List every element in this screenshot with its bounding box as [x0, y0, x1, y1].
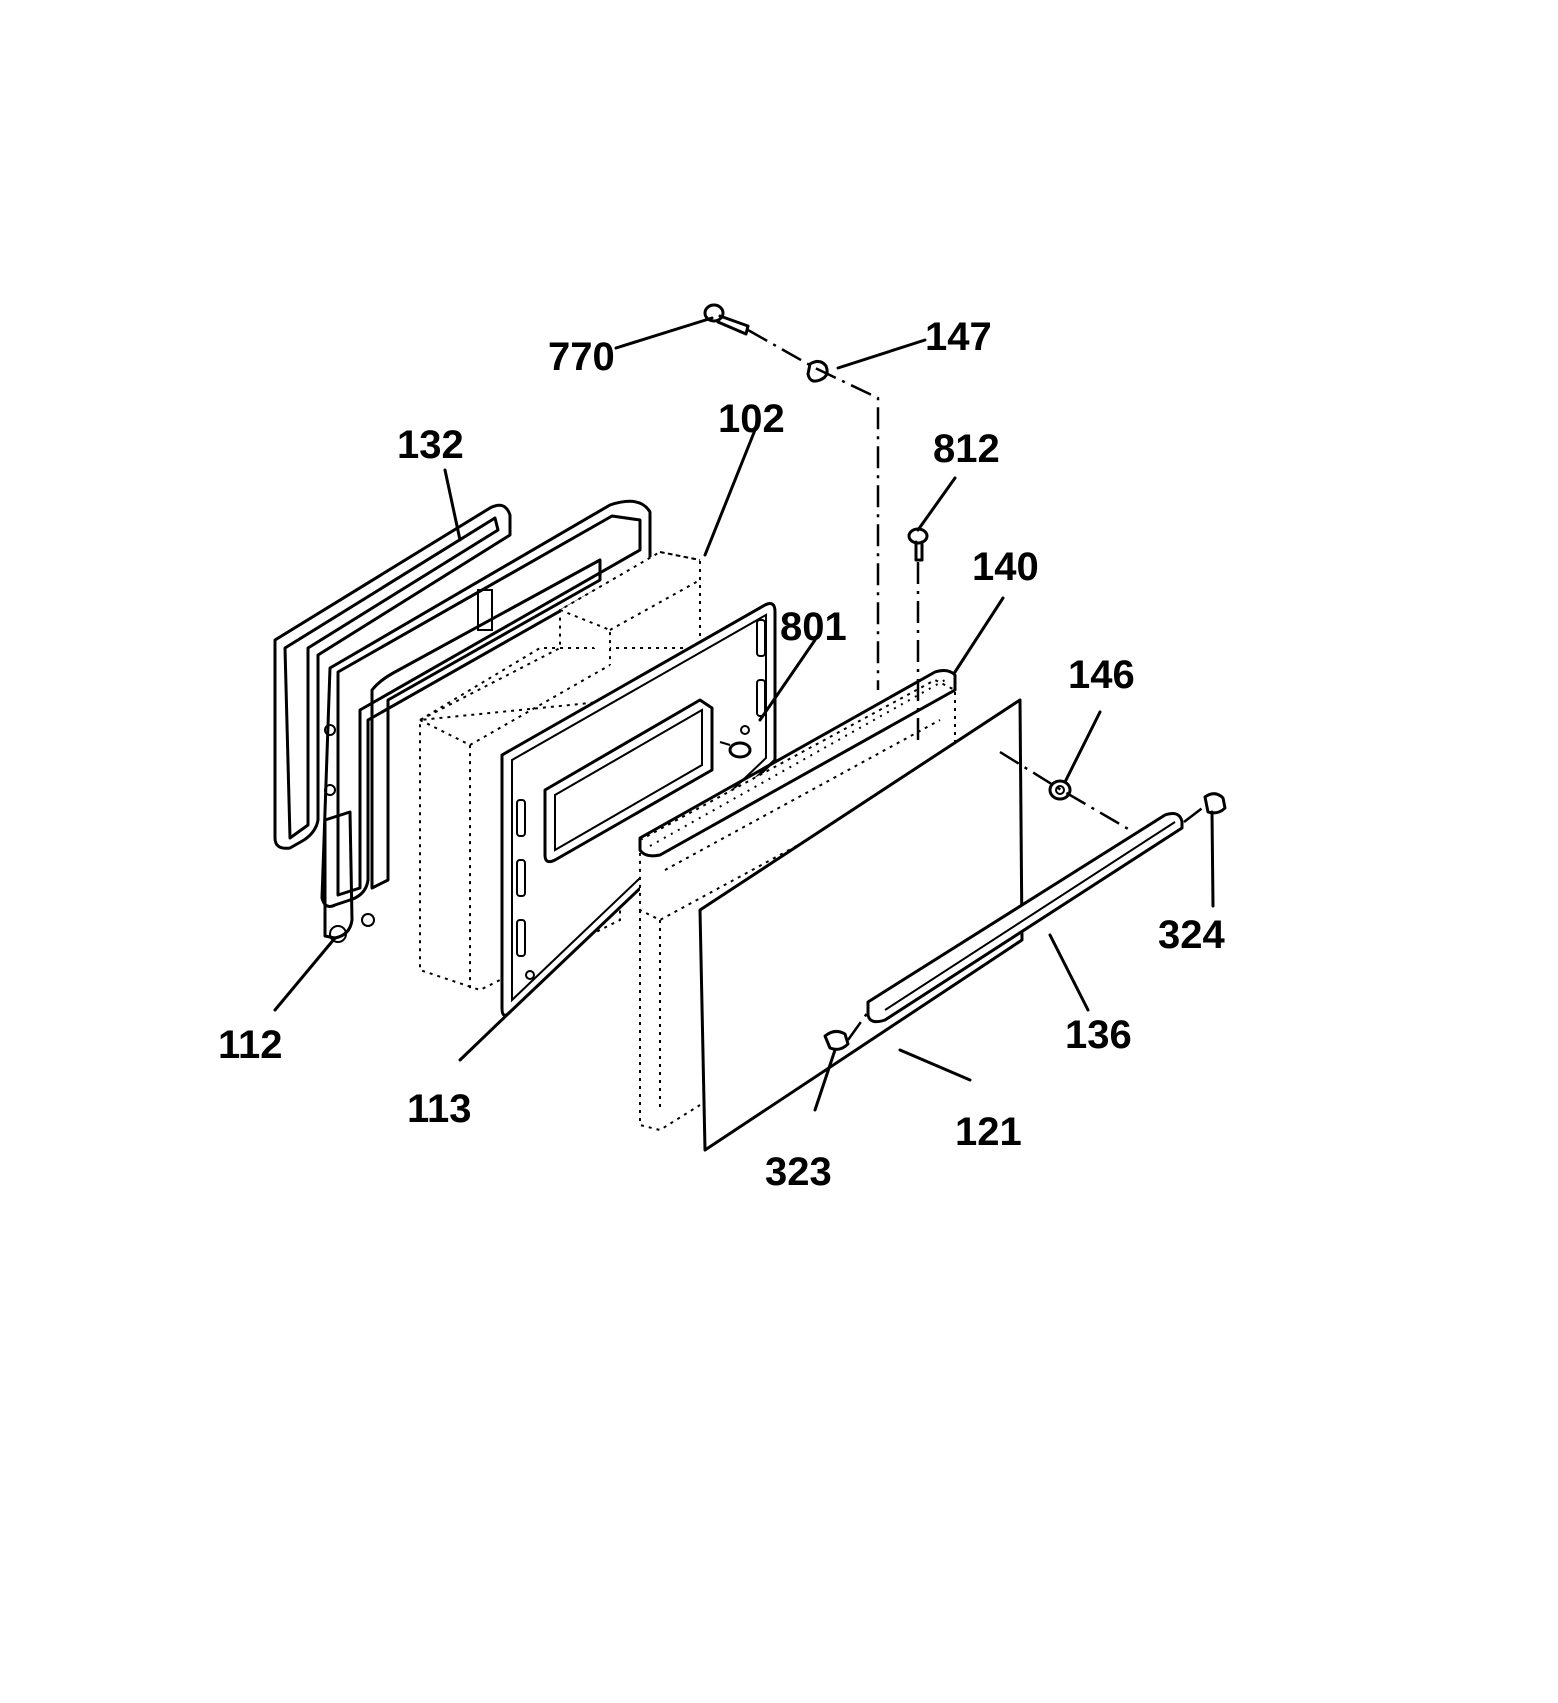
part-812-screw: [907, 527, 929, 562]
part-132-gasket: [273, 503, 512, 850]
label-147: 147: [925, 315, 992, 359]
door-outer-shell: [639, 678, 956, 1132]
part-147-clip: [806, 359, 829, 383]
part-121-glass: [698, 698, 1024, 1152]
label-140: 140: [972, 545, 1039, 589]
part-labels: 770 147 132 102 812 140 801 146 324 136 …: [218, 315, 1225, 1194]
label-136: 136: [1065, 1013, 1132, 1057]
label-121: 121: [955, 1110, 1022, 1154]
part-113-inner-panel: [500, 602, 777, 1017]
label-113: 113: [407, 1087, 472, 1131]
part-140-top-trim: [638, 669, 957, 858]
part-146-spacer: [1048, 779, 1072, 801]
part-770-screw: [703, 303, 750, 336]
part-112-frame: [320, 499, 652, 943]
label-323: 323: [765, 1150, 832, 1194]
part-136-handle: [866, 812, 1184, 1024]
assembly-lines: [747, 328, 1206, 1041]
label-801: 801: [780, 605, 847, 649]
label-102: 102: [718, 397, 785, 441]
part-801-screw: [719, 741, 752, 759]
label-770: 770: [548, 335, 615, 379]
label-812: 812: [933, 427, 1000, 471]
label-324: 324: [1158, 913, 1225, 957]
label-112: 112: [218, 1023, 283, 1067]
part-323-end-cap: [823, 1029, 850, 1051]
leader-lines: [273, 316, 1215, 1112]
label-146: 146: [1068, 653, 1135, 697]
label-132: 132: [397, 423, 464, 467]
part-324-end-cap: [1203, 792, 1227, 815]
